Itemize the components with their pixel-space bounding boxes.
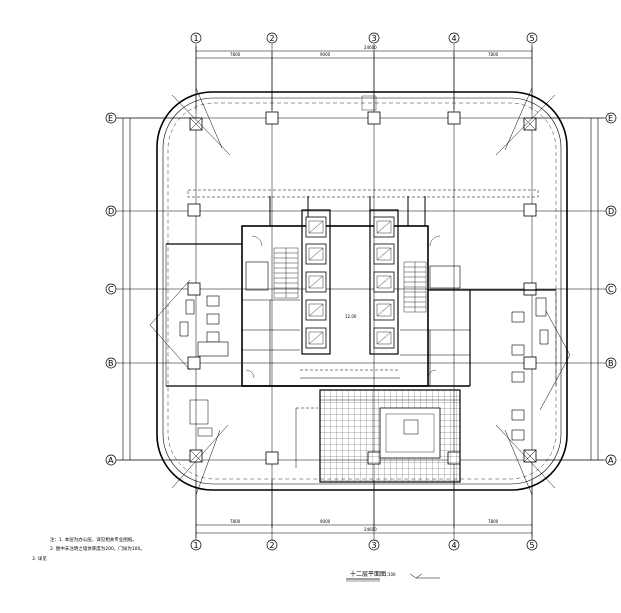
axis-top-4: 4 — [452, 34, 457, 43]
dim-top-total: 24600 — [364, 45, 377, 50]
dim-top-1: 7800 — [230, 52, 241, 57]
axis-bottom-5: 5 — [530, 541, 535, 550]
axis-right-d: D — [608, 207, 614, 216]
axis-right-b: B — [608, 359, 614, 368]
note-line-1: 注：1. 本层为办公层，详见相关专业图纸。 — [50, 536, 137, 543]
note-line-2: 2. 图中未注明之墙体厚度为200，门垛为100。 — [50, 545, 145, 552]
dim-bottom-2: 9000 — [320, 519, 331, 524]
level-label: 12.00 — [345, 314, 357, 319]
furniture-right — [511, 297, 549, 441]
dimension-top — [195, 46, 533, 110]
axis-left-d: D — [108, 207, 114, 216]
dim-top-2: 9000 — [320, 52, 331, 57]
plan-title: 十二层平面图 — [350, 570, 386, 578]
axis-right-c: C — [608, 285, 614, 294]
note-line-3: 3. 详见 — [32, 555, 47, 562]
corner-leaders — [149, 87, 571, 496]
axis-left-b: B — [108, 359, 114, 368]
axis-left-c: C — [108, 285, 114, 294]
drawing-title: 十二层平面图 1:100 — [346, 570, 440, 582]
axis-bottom-1: 1 — [194, 541, 199, 550]
lobby-hatch-area — [319, 389, 461, 483]
core-room-lines — [242, 261, 470, 386]
axis-top-2: 2 — [270, 34, 275, 43]
axis-bottom-2: 2 — [270, 541, 275, 550]
axis-bubbles-top — [190, 32, 538, 44]
axis-right-e: E — [608, 114, 613, 123]
axis-bottom-4: 4 — [452, 541, 457, 550]
elevator-cabins — [308, 220, 392, 345]
shaft-walls — [301, 209, 399, 355]
axis-bottom-3: 3 — [372, 541, 377, 550]
elevator-shafts-right — [373, 216, 395, 349]
column-cross-marks — [189, 117, 537, 463]
dim-top-3: 7800 — [488, 52, 499, 57]
axis-right-a: A — [608, 456, 614, 465]
dim-bottom-1: 7800 — [230, 519, 241, 524]
stair-right — [403, 261, 427, 313]
core-walls — [165, 189, 557, 387]
dim-bottom-total: 24600 — [364, 527, 377, 532]
axis-bubbles-left — [105, 112, 117, 466]
axis-top-3: 3 — [372, 34, 377, 43]
furniture-left — [179, 295, 229, 357]
dim-bottom-3: 7800 — [488, 519, 499, 524]
axis-top-5: 5 — [530, 34, 535, 43]
door-symbols — [245, 95, 441, 379]
plan-scale: 1:100 — [384, 572, 396, 577]
axis-left-a: A — [108, 456, 114, 465]
lower-partitions — [189, 399, 318, 468]
axis-left-e: E — [108, 114, 113, 123]
stair-left — [273, 247, 299, 299]
axis-bubbles-bottom — [190, 539, 538, 551]
axis-bubbles-right — [605, 112, 617, 466]
axis-top-1: 1 — [194, 34, 199, 43]
